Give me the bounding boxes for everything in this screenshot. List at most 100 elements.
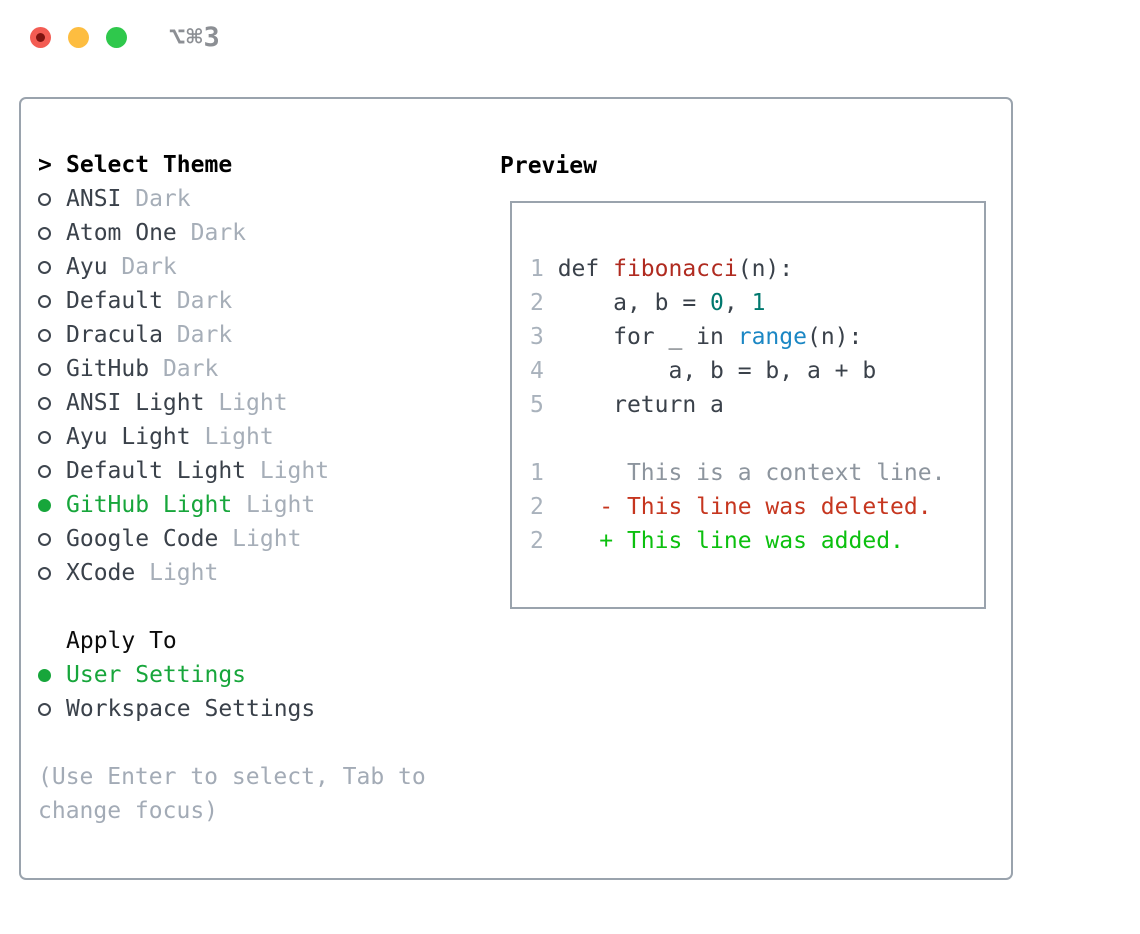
diff-text: This is a context line. [599, 460, 946, 486]
variant-label: Light [218, 526, 302, 552]
code-token: a, b = [557, 290, 711, 316]
blank-line [530, 422, 945, 456]
variant-label: Dark [107, 254, 177, 280]
radio-icon [38, 192, 51, 206]
line-number: 5 [530, 392, 558, 418]
line-number: 1 [530, 460, 600, 486]
code-token: fibonacci [613, 256, 738, 282]
theme-option-default[interactable]: Default Dark [38, 284, 478, 318]
radio-selected-icon [38, 498, 51, 512]
option-label: Default Light [66, 458, 247, 484]
apply-option-user-settings[interactable]: User Settings [38, 658, 478, 692]
code-line: 4 a, b = b, a + b [530, 354, 945, 388]
option-label: XCode [66, 560, 136, 586]
apply-to-title: Apply To [66, 628, 177, 654]
line-number: 2 [530, 494, 600, 520]
titlebar: ⌥⌘3 [0, 0, 1140, 75]
variant-label: Light [190, 424, 274, 450]
diff-line-context: 1 This is a context line. [530, 456, 945, 490]
radio-icon [38, 294, 51, 308]
option-label: Ayu Light [66, 424, 191, 450]
radio-icon [38, 260, 51, 274]
radio-icon [38, 464, 51, 478]
code-token: (n): [806, 324, 863, 350]
code-token: 0 [710, 290, 724, 316]
radio-icon [38, 702, 51, 716]
radio-icon [38, 328, 51, 342]
close-button[interactable] [30, 27, 51, 48]
preview-title: Preview [500, 153, 597, 179]
theme-option-default-light[interactable]: Default Light Light [38, 454, 478, 488]
code-token: def [557, 256, 614, 282]
code-line: 5 return a [530, 388, 945, 422]
radio-icon [38, 430, 51, 444]
prompt-icon: > [38, 152, 52, 178]
theme-option-google-code[interactable]: Google Code Light [38, 522, 478, 556]
theme-option-atom-one[interactable]: Atom One Dark [38, 216, 478, 250]
theme-option-ayu[interactable]: Ayu Dark [38, 250, 478, 284]
option-label: GitHub Light [66, 492, 233, 518]
code-token: a, b = b, a + b [557, 358, 877, 384]
variant-label: Light [204, 390, 288, 416]
theme-option-github[interactable]: GitHub Dark [38, 352, 478, 386]
code-token: range [737, 324, 807, 350]
code-token: return a [557, 392, 724, 418]
code-line: 1 def fibonacci(n): [530, 252, 945, 286]
code-token: , [723, 290, 752, 316]
option-label: Atom One [66, 220, 177, 246]
apply-option-workspace-settings[interactable]: Workspace Settings [38, 692, 478, 726]
line-number: 2 [530, 528, 600, 554]
theme-option-ansi-light[interactable]: ANSI Light Light [38, 386, 478, 420]
spacer [38, 726, 478, 760]
variant-label: Light [246, 458, 330, 484]
hint-text-line1: (Use Enter to select, Tab to [38, 764, 426, 790]
theme-option-xcode[interactable]: XCode Light [38, 556, 478, 590]
minimize-button[interactable] [68, 27, 89, 48]
diff-text: + This line was added. [599, 528, 904, 554]
variant-label: Dark [149, 356, 219, 382]
radio-icon [38, 566, 51, 580]
radio-icon [38, 362, 51, 376]
variant-label: Light [135, 560, 219, 586]
code-token: (n): [737, 256, 794, 282]
theme-option-ayu-light[interactable]: Ayu Light Light [38, 420, 478, 454]
code-token: for _ in [557, 324, 738, 350]
theme-option-dracula[interactable]: Dracula Dark [38, 318, 478, 352]
radio-selected-icon [38, 668, 51, 682]
zoom-button[interactable] [106, 27, 127, 48]
diff-text: - This line was deleted. [599, 494, 932, 520]
hint-text-line2: change focus) [38, 798, 219, 824]
variant-label: Dark [162, 322, 233, 348]
theme-option-ansi[interactable]: ANSI Dark [38, 182, 478, 216]
diff-line-added: 2 + This line was added. [530, 524, 945, 558]
variant-label: Light [232, 492, 316, 518]
line-number: 1 [530, 256, 558, 282]
option-label: User Settings [66, 662, 247, 688]
window-shortcut-label: ⌥⌘3 [169, 22, 221, 53]
code-line: 2 a, b = 0, 1 [530, 286, 945, 320]
radio-icon [38, 226, 51, 240]
select-theme-title: Select Theme [66, 152, 233, 178]
option-label: Workspace Settings [66, 696, 316, 722]
apply-to-header: Apply To [38, 624, 478, 658]
line-number: 3 [530, 324, 558, 350]
variant-label: Dark [121, 186, 191, 212]
line-number: 4 [530, 358, 558, 384]
variant-label: Dark [162, 288, 233, 314]
radio-icon [38, 532, 51, 546]
theme-option-github-light[interactable]: GitHub Light Light [38, 488, 478, 522]
select-theme-header: > Select Theme [38, 148, 478, 182]
option-label: ANSI Light [66, 390, 205, 416]
spacer [38, 590, 478, 624]
option-label: ANSI [66, 186, 122, 212]
variant-label: Dark [176, 220, 247, 246]
code-token: 1 [751, 290, 766, 316]
diff-line-deleted: 2 - This line was deleted. [530, 490, 945, 524]
option-label: Dracula [66, 322, 163, 348]
